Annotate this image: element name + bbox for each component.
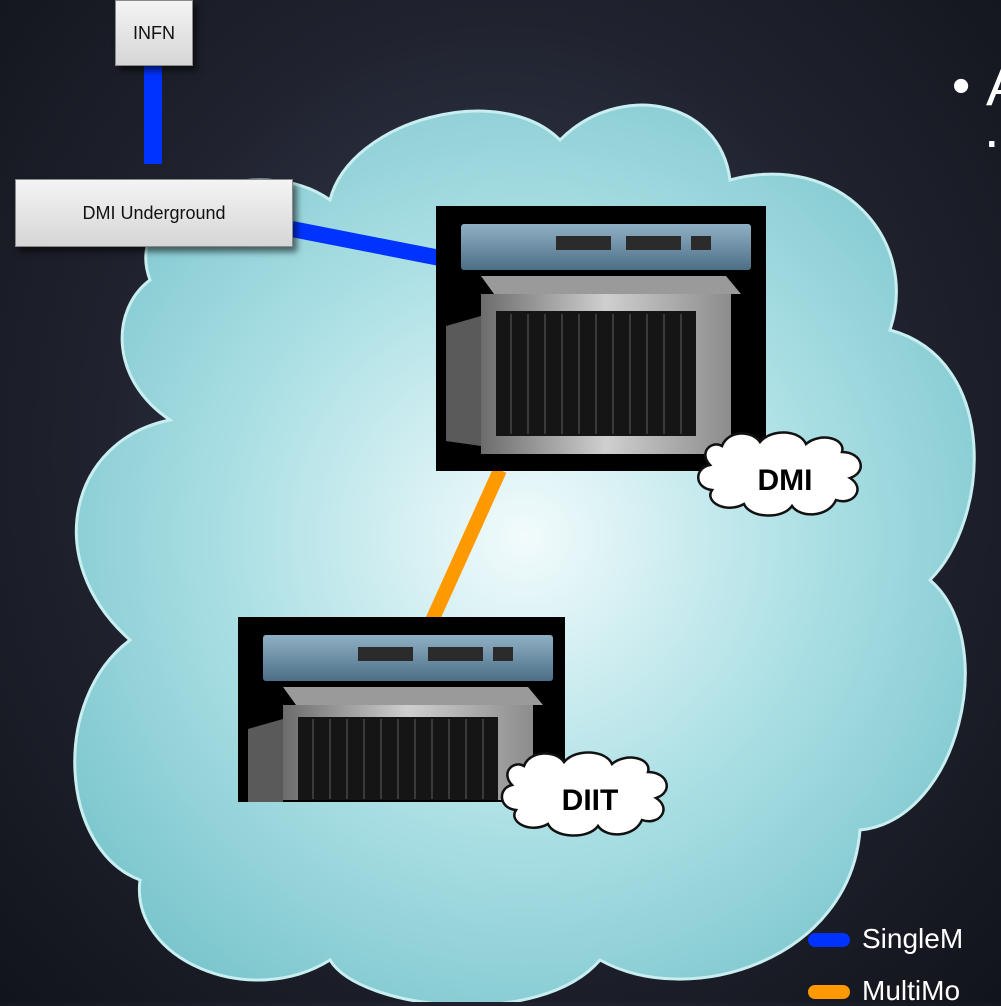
node-infn: INFN [115, 0, 193, 66]
bullet-marker: • [952, 57, 971, 115]
link-dmi-diit [423, 467, 507, 628]
site-label-diit: DIIT [562, 784, 619, 817]
slide-bullet-text: A [986, 58, 1001, 114]
legend-label-singlemode: SingleM [862, 923, 964, 954]
cloud-label-diit: DIIT [500, 751, 668, 837]
legend-swatch-singlemode [808, 933, 850, 947]
link-dmi-underground-dmi [290, 221, 442, 266]
slide-sub-bullet-text: . [984, 96, 1000, 159]
server-rack-dmi [436, 206, 766, 471]
node-infn-label: INFN [133, 22, 175, 43]
site-label-dmi: DMI [758, 464, 813, 497]
node-dmi-underground-label: DMI Underground [82, 202, 226, 223]
legend-swatch-multimode [808, 985, 850, 999]
node-dmi-underground: DMI Underground [15, 179, 293, 247]
cloud-label-dmi: DMI [697, 431, 862, 517]
legend-label-multimode: MultiMo [862, 975, 961, 1006]
